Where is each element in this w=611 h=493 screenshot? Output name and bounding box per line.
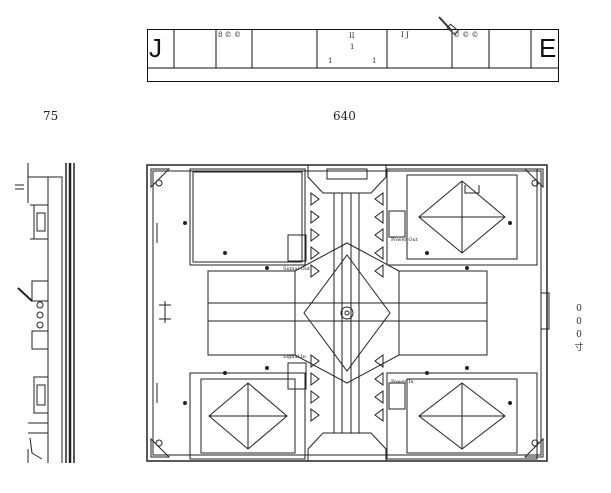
strip-cell-a: 8 © © [218, 31, 241, 39]
side-annotation: 0 0 0 寸 [574, 305, 584, 353]
width-dimension: 640 [333, 109, 356, 123]
strip-cell-b-mid: 1 [350, 43, 355, 51]
strip-cell-d: © © © [453, 31, 479, 39]
spec-strip: J E 8 © © II 1 1 1 I J © © © [147, 29, 559, 82]
signal-out-label: Signal Out [283, 266, 310, 272]
strip-cell-c: I J [401, 31, 409, 39]
depth-dimension: 75 [43, 109, 59, 123]
side-annotation-char: 0 [576, 317, 582, 327]
power-out-label: Power Out [391, 237, 418, 243]
strip-cell-b-top: II [349, 32, 355, 40]
side-annotation-char: 寸 [574, 343, 584, 353]
side-view-drawing [15, 163, 75, 463]
strip-cell-b-bl: 1 [328, 57, 333, 65]
cabinet-rear-view [146, 164, 550, 462]
strip-left-letter: J [149, 33, 162, 63]
power-in-label: Power In [391, 379, 414, 385]
strip-right-letter: E [539, 33, 557, 63]
side-annotation-char: 0 [576, 304, 582, 314]
signal-in-label: Signal In [283, 354, 306, 360]
strip-cell-b-br: 1 [372, 57, 377, 65]
handle-sketch-icon [438, 16, 459, 35]
side-annotation-char: 0 [576, 330, 582, 340]
spec-strip-grid [147, 29, 559, 82]
